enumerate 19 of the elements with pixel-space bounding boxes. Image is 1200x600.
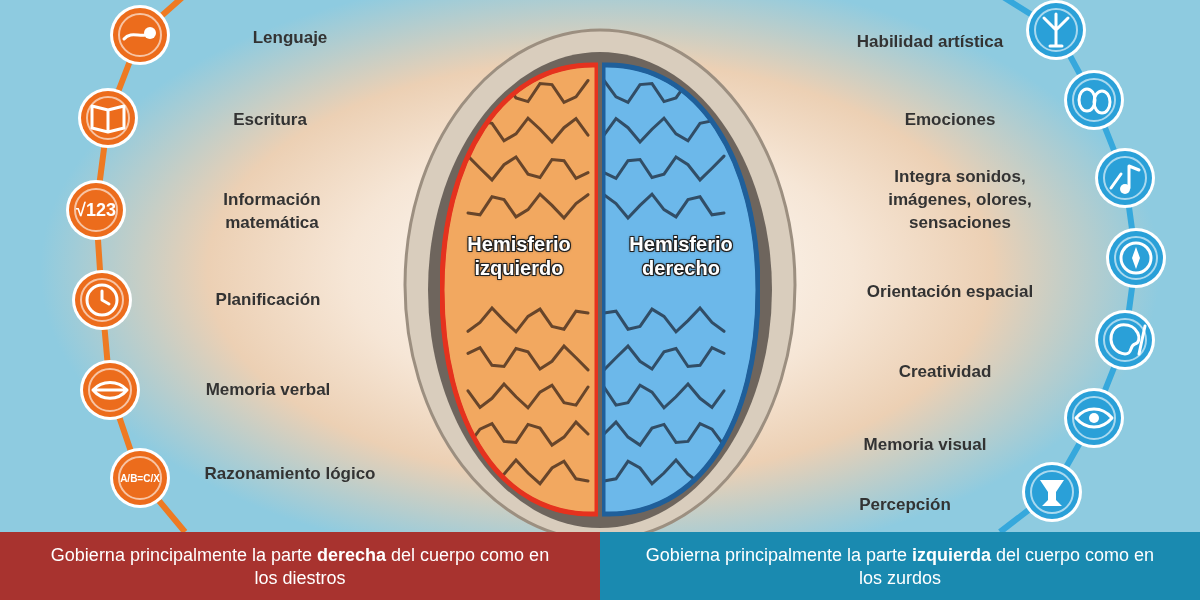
function-label: Razonamiento lógico [203,462,377,485]
function-label: Memoria verbal [204,378,332,401]
function-label: Orientación espacial [865,280,1035,303]
icon-text: A/B=C/X [120,472,160,484]
hemisphere-label: Hemisferio izquierdo [466,232,572,280]
function-label: Escritura [232,108,308,131]
function-label: Habilidad artística [855,30,1005,53]
function-label: Planificación [214,288,322,311]
function-label: Memoria visual [862,433,988,456]
caption-banner: Gobierna principalmente la parte izquierda del cuerpo como en los zurdos [600,532,1200,600]
function-label: Integra sonidos, imágenes, olores, sensaciones [887,165,1033,234]
icon-text: √123 [76,199,116,221]
hemisphere-label: Hemisferio derecho [628,232,734,280]
caption-banner: Gobierna principalmente la parte derecha del cuerpo como en los diestros [0,532,600,600]
function-label: Creatividad [897,360,993,383]
function-label: Emociones [903,108,997,131]
function-label: Información matemática [222,189,322,234]
function-label: Percepción [858,493,952,516]
function-label: Lenguaje [251,26,329,49]
